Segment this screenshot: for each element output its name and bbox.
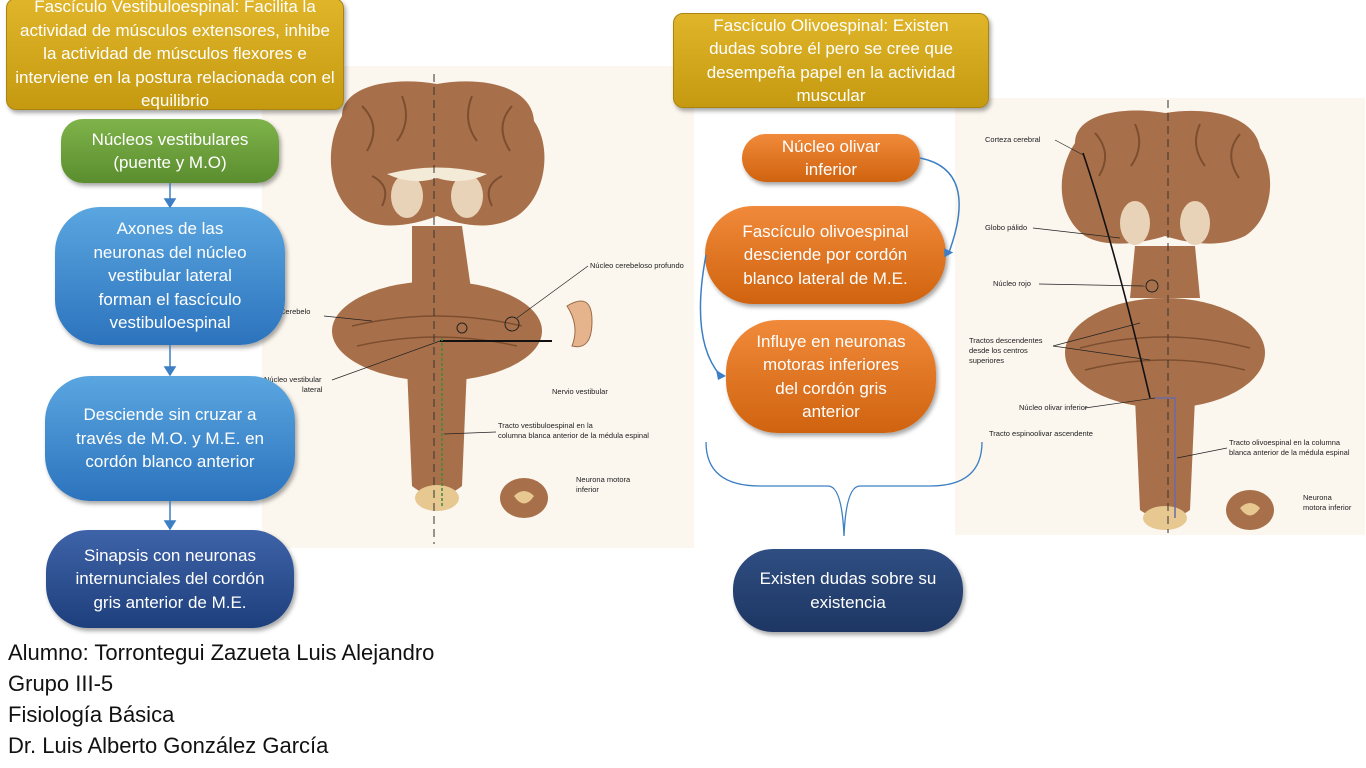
label-tracto: Tracto vestibuloespinal en la bbox=[498, 421, 594, 430]
vestibulospinal-title-box: Fascículo Vestibuloespinal: Facilita la … bbox=[6, 0, 344, 110]
label-neurona: Neurona bbox=[1303, 493, 1333, 502]
label-globo: Globo pálido bbox=[985, 223, 1027, 232]
label-nucleo-vestibular-2: lateral bbox=[302, 385, 323, 394]
footer-grupo: Grupo III-5 bbox=[8, 671, 114, 696]
label-tractos-2: desde los centros bbox=[969, 346, 1028, 355]
label-nucleo-vestibular: Núcleo vestibular bbox=[264, 375, 322, 384]
label-neurona: Neurona motora bbox=[576, 475, 631, 484]
label-neurona-2: motora inferior bbox=[1303, 503, 1352, 512]
label-olivoespinal: Tracto olivoespinal en la columna bbox=[1229, 438, 1341, 447]
label-tractos-3: superiores bbox=[969, 356, 1004, 365]
step-nucleo-olivar: Núcleo olivar inferior bbox=[742, 134, 920, 182]
step-sinapsis: Sinapsis con neuronas internunciales del… bbox=[46, 530, 294, 628]
footer-doctor: Dr. Luis Alberto González García bbox=[8, 733, 329, 758]
footer-materia: Fisiología Básica bbox=[8, 702, 175, 727]
label-olivoespinal-2: blanca anterior de la médula espinal bbox=[1229, 448, 1350, 457]
step-nucleos-vestibulares: Núcleos vestibulares (puente y M.O) bbox=[61, 119, 279, 183]
step-influye: Influye en neuronas motoras inferiores d… bbox=[726, 320, 936, 433]
label-rojo: Núcleo rojo bbox=[993, 279, 1031, 288]
step-fasciculo-olivoespinal: Fascículo olivoespinal desciende por cor… bbox=[705, 206, 946, 304]
label-neurona-2: inferior bbox=[576, 485, 599, 494]
footer-alumno: Alumno: Torrontegui Zazueta Luis Alejand… bbox=[8, 640, 435, 665]
label-olivar: Núcleo olivar inferior bbox=[1019, 403, 1088, 412]
label-espinoolivar: Tracto espinoolivar ascendente bbox=[989, 429, 1093, 438]
right-connectors bbox=[699, 157, 983, 537]
label-tractos: Tractos descendentes bbox=[969, 336, 1043, 345]
label-nervio-vestibular: Nervio vestibular bbox=[552, 387, 608, 396]
step-axones: Axones de las neuronas del núcleo vestib… bbox=[55, 207, 285, 345]
label-cerebelo: Cerebelo bbox=[280, 307, 310, 316]
step-desciende: Desciende sin cruzar a través de M.O. y … bbox=[45, 376, 295, 501]
vestibulospinal-figure: Cerebelo Núcleo cerebeloso profundo Núcl… bbox=[262, 66, 694, 548]
label-corteza: Corteza cerebral bbox=[985, 135, 1041, 144]
olivospinal-figure: Corteza cerebral Globo pálido Núcleo roj… bbox=[955, 98, 1365, 535]
left-arrows bbox=[163, 183, 177, 531]
label-tracto-2: columna blanca anterior de la médula esp… bbox=[498, 431, 649, 440]
conclusion-existencia: Existen dudas sobre su existencia bbox=[733, 549, 963, 632]
olivospinal-title-box: Fascículo Olivoespinal: Existen dudas so… bbox=[673, 13, 989, 108]
label-nucleo-cerebeloso: Núcleo cerebeloso profundo bbox=[590, 261, 684, 270]
